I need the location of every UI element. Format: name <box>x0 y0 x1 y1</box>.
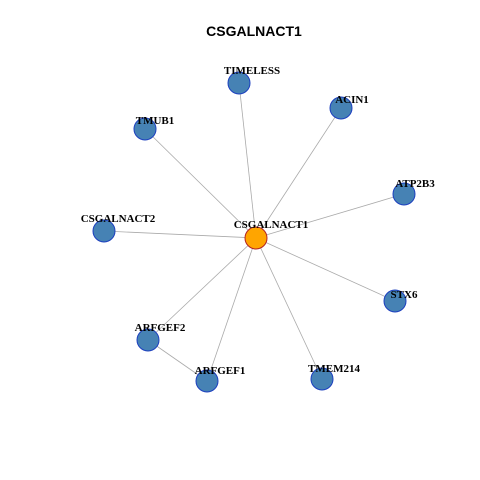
node-label-tmub1: TMUB1 <box>136 115 175 127</box>
node-csgalnact1[interactable] <box>244 226 268 250</box>
node-label-arfgef2: ARFGEF2 <box>135 322 186 334</box>
node-label-stx6: STX6 <box>391 289 418 301</box>
edge-csgalnact1-csgalnact2 <box>103 230 257 239</box>
node-acin1[interactable] <box>329 96 353 120</box>
edge-csgalnact1-arfgef2 <box>147 237 257 341</box>
edge-csgalnact1-stx6 <box>255 237 396 302</box>
edge-csgalnact1-acin1 <box>255 107 342 239</box>
node-label-acin1: ACIN1 <box>335 94 369 106</box>
node-arfgef1[interactable] <box>195 369 219 393</box>
node-label-timeless: TIMELESS <box>224 65 280 77</box>
node-label-tmem214: TMEM214 <box>308 363 360 375</box>
edge-csgalnact1-arfgef1 <box>206 237 257 382</box>
edge-layer <box>103 82 405 382</box>
node-stx6[interactable] <box>383 289 407 313</box>
node-timeless[interactable] <box>227 71 251 95</box>
node-tmem214[interactable] <box>310 367 334 391</box>
node-arfgef2[interactable] <box>136 328 160 352</box>
diagram-title: CSGALNACT1 <box>206 23 302 39</box>
node-csgalnact2[interactable] <box>92 219 116 243</box>
edge-csgalnact1-tmub1 <box>144 128 257 239</box>
edge-csgalnact1-atp2b3 <box>255 193 405 239</box>
node-atp2b3[interactable] <box>392 182 416 206</box>
edge-csgalnact1-timeless <box>238 82 257 239</box>
node-label-arfgef1: ARFGEF1 <box>195 365 246 377</box>
node-label-csgalnact1: CSGALNACT1 <box>234 219 309 231</box>
label-layer: CSGALNACT1 TIMELESS ACIN1TMUB1ATP2B3CSGALN… <box>81 65 436 377</box>
node-tmub1[interactable] <box>133 117 157 141</box>
edge-csgalnact1-tmem214 <box>255 237 323 380</box>
node-layer <box>92 71 416 393</box>
edge-arfgef2-arfgef1 <box>147 339 208 382</box>
node-label-atp2b3: ATP2B3 <box>395 178 435 190</box>
node-label-csgalnact2: CSGALNACT2 <box>81 213 156 225</box>
